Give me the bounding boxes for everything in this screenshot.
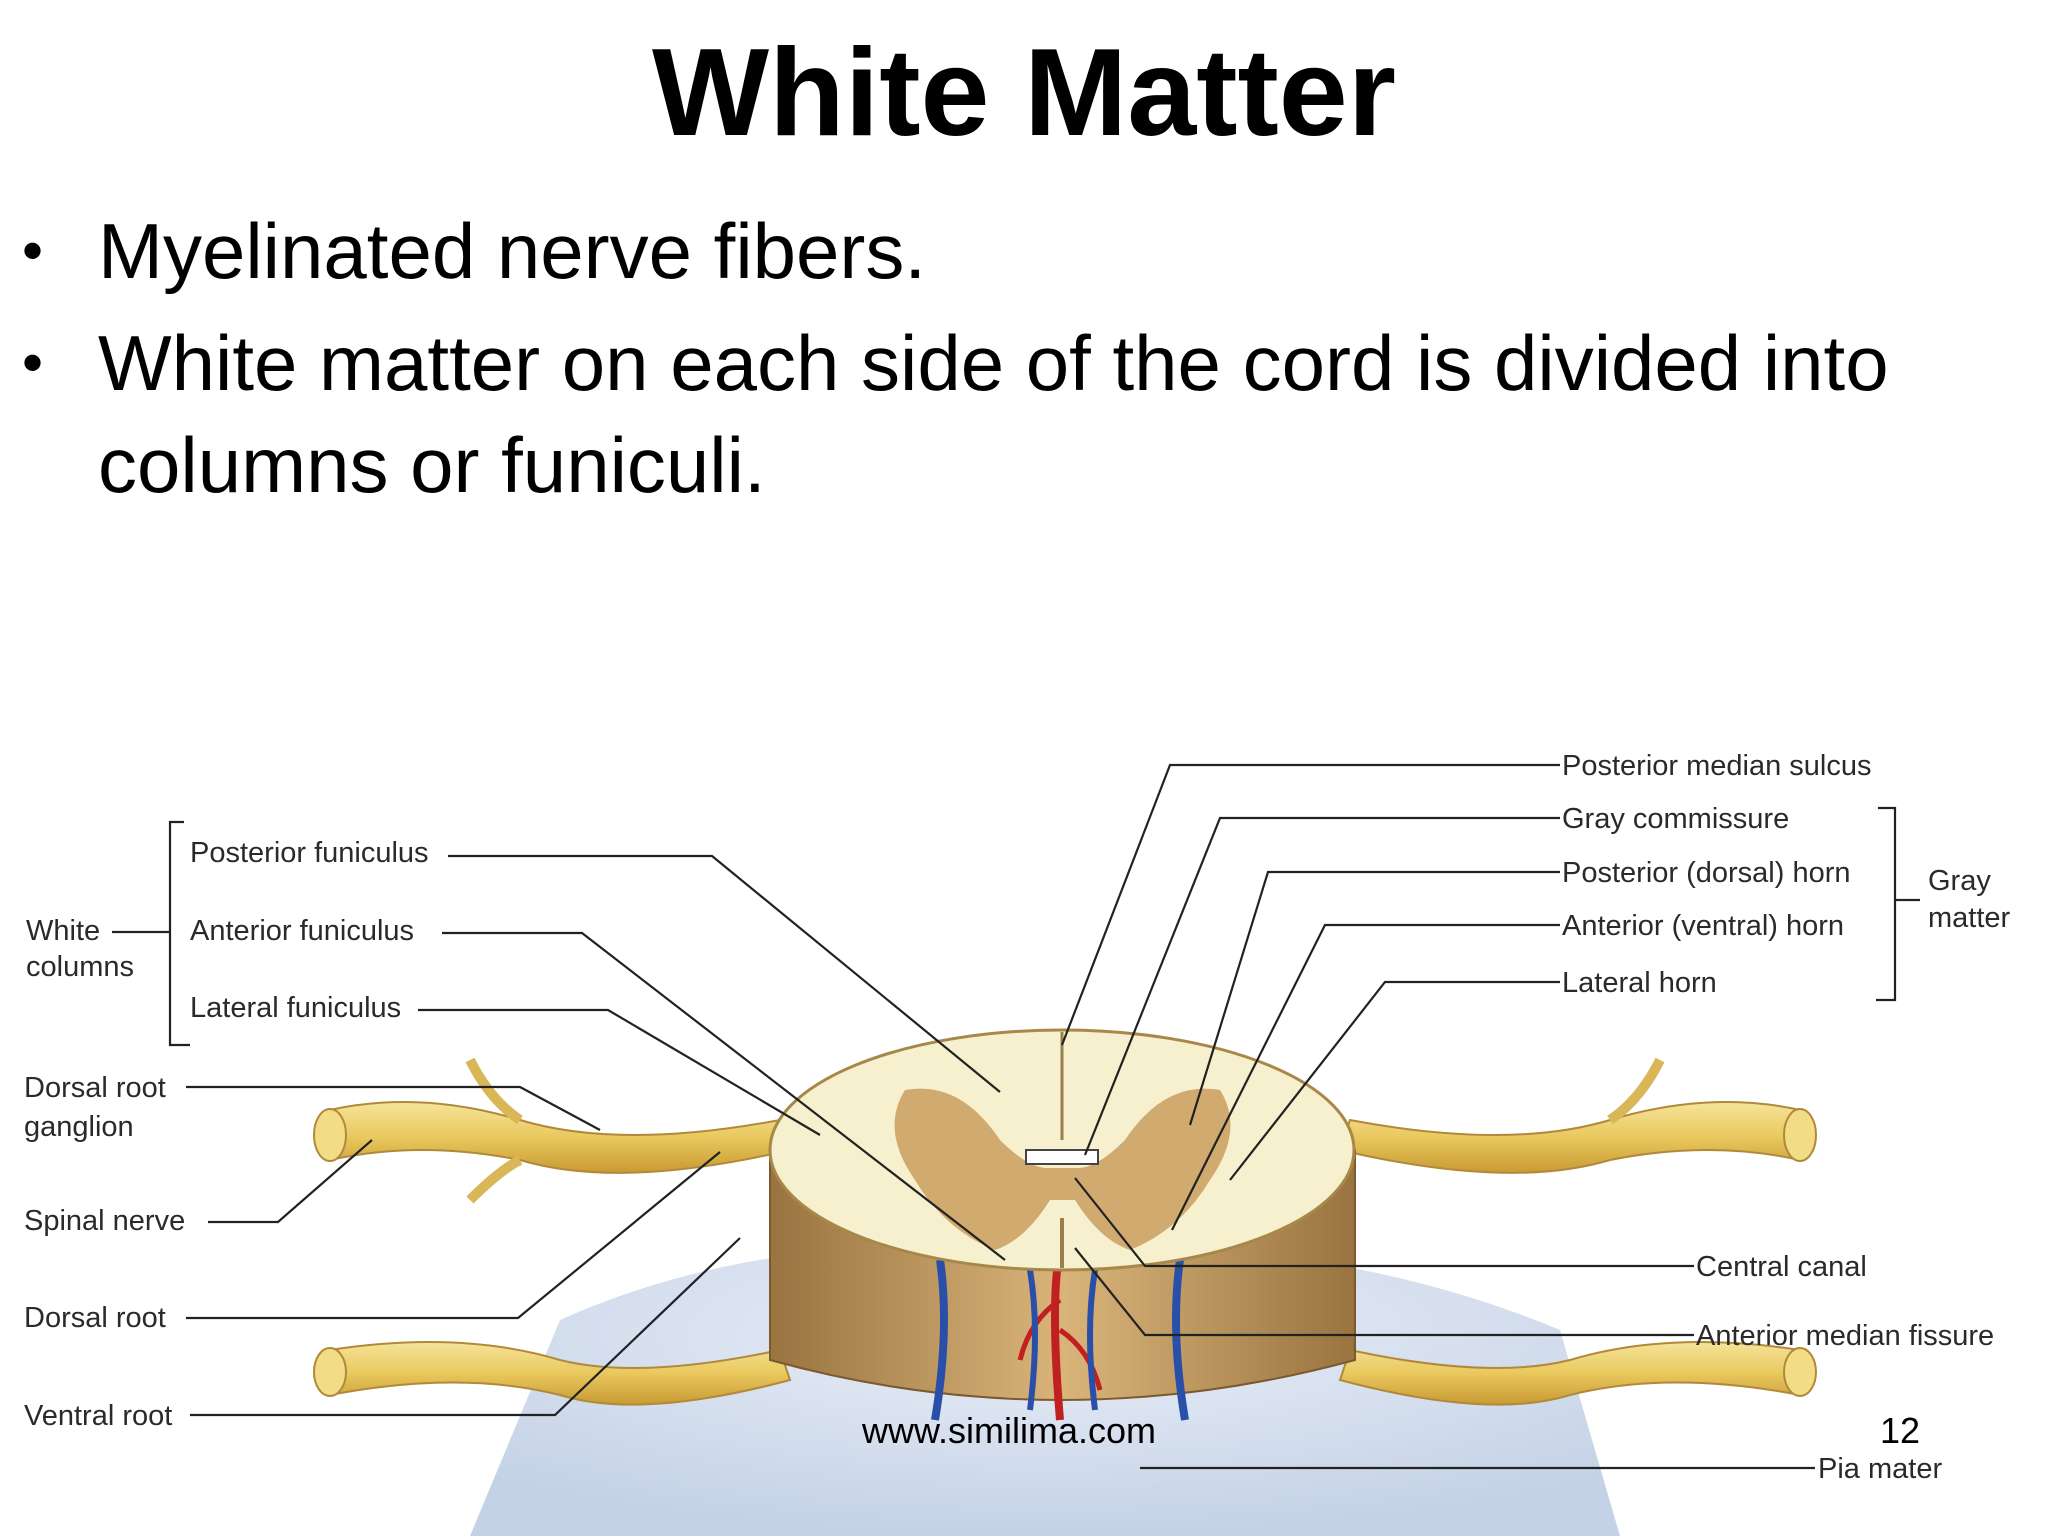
label-gray-matter-line1: Gray <box>1928 865 1991 897</box>
label-anterior-horn: Anterior (ventral) horn <box>1562 910 1844 942</box>
label-anterior-median-fissure: Anterior median fissure <box>1696 1320 1994 1352</box>
label-posterior-median-sulcus: Posterior median sulcus <box>1562 750 1871 782</box>
bullet-list: • Myelinated nerve fibers. • White matter … <box>22 200 2012 526</box>
label-white-columns-line1: White <box>26 915 100 947</box>
label-lateral-funiculus: Lateral funiculus <box>190 992 401 1024</box>
label-spinal-nerve: Spinal nerve <box>24 1205 185 1237</box>
label-pia-mater: Pia mater <box>1818 1453 1942 1485</box>
label-posterior-horn: Posterior (dorsal) horn <box>1562 857 1851 889</box>
slide-title: White Matter <box>652 24 1396 162</box>
spinal-cord <box>768 1028 1356 1421</box>
bullet-dot-icon: • <box>22 217 44 284</box>
footer-url: www.similima.com <box>862 1410 1157 1451</box>
label-gray-matter-line2: matter <box>1928 902 2011 934</box>
label-lateral-horn: Lateral horn <box>1562 967 1717 999</box>
label-anterior-funiculus: Anterior funiculus <box>190 915 414 947</box>
label-central-canal: Central canal <box>1696 1251 1867 1283</box>
bullet-text: White matter on each side of the cord is… <box>98 319 1889 509</box>
label-dorsal-root-ganglion-line1: Dorsal root <box>24 1072 166 1104</box>
left-leaders <box>112 820 1006 1417</box>
label-white-columns-line2: columns <box>26 951 134 983</box>
bullet-item: • White matter on each side of the cord i… <box>22 312 2012 516</box>
label-dorsal-root-ganglion-line2: ganglion <box>24 1111 134 1143</box>
bullet-dot-icon: • <box>22 329 44 396</box>
left-spinal-nerve <box>313 1057 792 1406</box>
label-posterior-funiculus: Posterior funiculus <box>190 837 429 869</box>
page-number: 12 <box>1880 1410 1921 1451</box>
label-ventral-root: Ventral root <box>24 1400 172 1432</box>
label-dorsal-root: Dorsal root <box>24 1302 166 1334</box>
label-gray-commissure: Gray commissure <box>1562 803 1789 835</box>
bullet-text: Myelinated nerve fibers. <box>98 207 927 295</box>
right-leaders <box>1060 763 1920 1470</box>
gray-matter-shape <box>894 1088 1231 1250</box>
bullet-item: • Myelinated nerve fibers. <box>22 200 2012 302</box>
